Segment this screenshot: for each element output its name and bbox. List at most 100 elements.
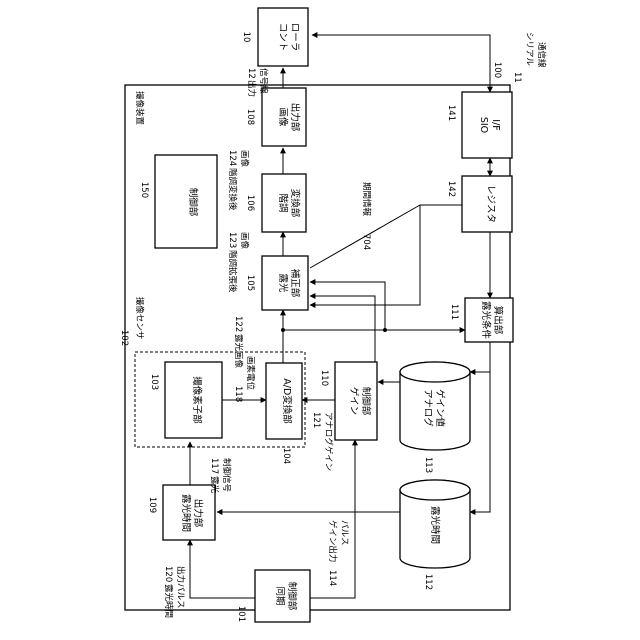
- svg-text:パルス: パルス: [339, 520, 349, 546]
- svg-text:12: 12: [246, 68, 256, 79]
- controller-line2: ローラ: [289, 23, 300, 52]
- svg-text:信号線: 信号線: [258, 68, 269, 94]
- svg-text:階調変換後: 階調変換後: [227, 168, 238, 211]
- block-imaging-element: 撮像素子部 103: [149, 362, 222, 438]
- svg-text:704: 704: [361, 234, 371, 250]
- to-gain-store-line: [470, 342, 490, 372]
- block-ad-converter: A/D変換部 104: [266, 363, 302, 464]
- ad-converter-label: A/D変換部: [281, 378, 293, 424]
- block-tone-conversion: 階調 変換部 106: [245, 174, 306, 232]
- svg-text:出力パルス: 出力パルス: [175, 566, 186, 609]
- signal-12: 12 出力 信号線: [246, 68, 269, 97]
- svg-text:120: 120: [163, 566, 173, 582]
- controller-number: 10: [241, 32, 251, 43]
- sync-control-number: 101: [236, 606, 246, 622]
- signal-704: 704 期間情報: [361, 182, 372, 250]
- imaging-element-label: 撮像素子部: [191, 376, 203, 424]
- analog-gain-store-line2: ゲイン値: [434, 389, 446, 427]
- svg-text:11: 11: [512, 72, 522, 83]
- svg-text:期間情報: 期間情報: [361, 182, 372, 217]
- tone-conversion-line2: 変換部: [289, 189, 301, 218]
- block-controller: コント ローラ 10: [241, 8, 308, 66]
- exposure-time-output-number: 109: [147, 497, 157, 513]
- to-time-store-line: [470, 372, 490, 512]
- register-number: 142: [446, 181, 456, 197]
- store-analog-gain: アナログ ゲイン値 113: [400, 362, 470, 473]
- svg-text:121: 121: [311, 412, 321, 428]
- gain-control-line2: 制御部: [360, 387, 372, 416]
- svg-text:制御信号: 制御信号: [221, 458, 232, 492]
- exposure-correction-number: 105: [245, 275, 255, 291]
- sensor-number: 102: [119, 330, 129, 346]
- image-output-line1: 画像: [277, 107, 289, 127]
- block-exposure-calc: 露光条件 算出部 111: [449, 298, 513, 342]
- device-title: 撮像装置: [134, 91, 145, 126]
- signal-11: 11 シリアル 通信線: [512, 32, 547, 83]
- svg-text:シリアル: シリアル: [524, 32, 534, 66]
- svg-text:露光画像: 露光画像: [233, 334, 244, 369]
- exposure-pulse-line: [190, 540, 255, 598]
- sync-control-line1: 同期: [274, 586, 285, 605]
- svg-text:画素電位: 画素電位: [245, 356, 256, 391]
- signal-121: 121 アナログゲイン: [311, 412, 334, 471]
- analog-gain-store-line1: アナログ: [422, 389, 434, 427]
- sio-line1: SIO: [478, 117, 489, 133]
- svg-text:階調拡張後: 階調拡張後: [227, 250, 238, 293]
- exposure-time-output-line2: 出力部: [192, 499, 204, 528]
- image-output-line2: 出力部: [289, 103, 301, 132]
- svg-text:通信線: 通信線: [536, 42, 547, 68]
- controller-line1: コント: [277, 23, 288, 52]
- svg-text:114: 114: [327, 570, 337, 586]
- svg-text:画像: 画像: [239, 150, 250, 168]
- gain-to-correction-line: [310, 296, 375, 362]
- tone-conversion-line1: 階調: [277, 193, 289, 212]
- svg-text:118: 118: [233, 386, 243, 402]
- device-number: 100: [492, 62, 502, 78]
- svg-text:画像: 画像: [239, 232, 250, 250]
- svg-text:124: 124: [227, 150, 237, 166]
- svg-text:117: 117: [209, 458, 219, 474]
- sio-line2: I/F: [490, 119, 501, 130]
- block-sync-control: 同期 制御部 101: [236, 570, 310, 622]
- tone-conversion-number: 106: [245, 195, 255, 211]
- serial-comm-line: [312, 35, 490, 92]
- period-info-line-a: [404, 205, 462, 305]
- sensor-title: 撮像センサ: [134, 297, 145, 340]
- exposure-correction-line2: 補正部: [289, 269, 301, 298]
- svg-text:出力: 出力: [246, 80, 257, 97]
- image-output-number: 108: [245, 109, 255, 125]
- svg-text:ゲイン出力: ゲイン出力: [327, 520, 338, 562]
- block-exposure-correction: 露光 補正部 105: [245, 256, 308, 310]
- block-register: レジスタ 142: [446, 176, 512, 232]
- imaging-element-number: 103: [149, 374, 159, 390]
- exposure-time-store-number: 112: [423, 574, 433, 590]
- gain-control-number: 110: [319, 370, 329, 386]
- register-label: レジスタ: [485, 185, 496, 223]
- svg-text:露光: 露光: [209, 476, 220, 494]
- svg-text:露光時間: 露光時間: [163, 584, 174, 618]
- exposure-time-output-line1: 露光時間: [180, 494, 192, 532]
- sync-control-line2: 制御部: [286, 582, 298, 611]
- svg-text:アナログゲイン: アナログゲイン: [323, 412, 334, 471]
- exposure-correction-line1: 露光: [277, 273, 289, 293]
- control-label: 制御部: [187, 188, 199, 217]
- block-sio: SIO I/F 141: [446, 92, 512, 158]
- block-control: 制御部 150: [139, 155, 217, 248]
- svg-text:122: 122: [233, 316, 243, 332]
- sio-number: 141: [446, 105, 456, 121]
- gain-control-line1: ゲイン: [348, 387, 360, 415]
- svg-text:123: 123: [227, 232, 237, 248]
- signal-122: 122 露光画像: [233, 316, 244, 369]
- signal-117: 117 露光 制御信号: [209, 458, 232, 494]
- exposure-calc-line2: 算出部: [492, 306, 504, 335]
- exposure-time-store-label: 露光時間: [429, 506, 441, 544]
- exposure-calc-number: 111: [449, 304, 459, 320]
- junction-dot: [281, 328, 285, 332]
- feedback-line-a: [310, 282, 385, 330]
- analog-gain-store-number: 113: [423, 457, 433, 473]
- block-exposure-time-output: 露光時間 出力部 109: [147, 485, 215, 540]
- control-number: 150: [139, 182, 149, 198]
- store-exposure-time: 露光時間 112: [400, 480, 470, 590]
